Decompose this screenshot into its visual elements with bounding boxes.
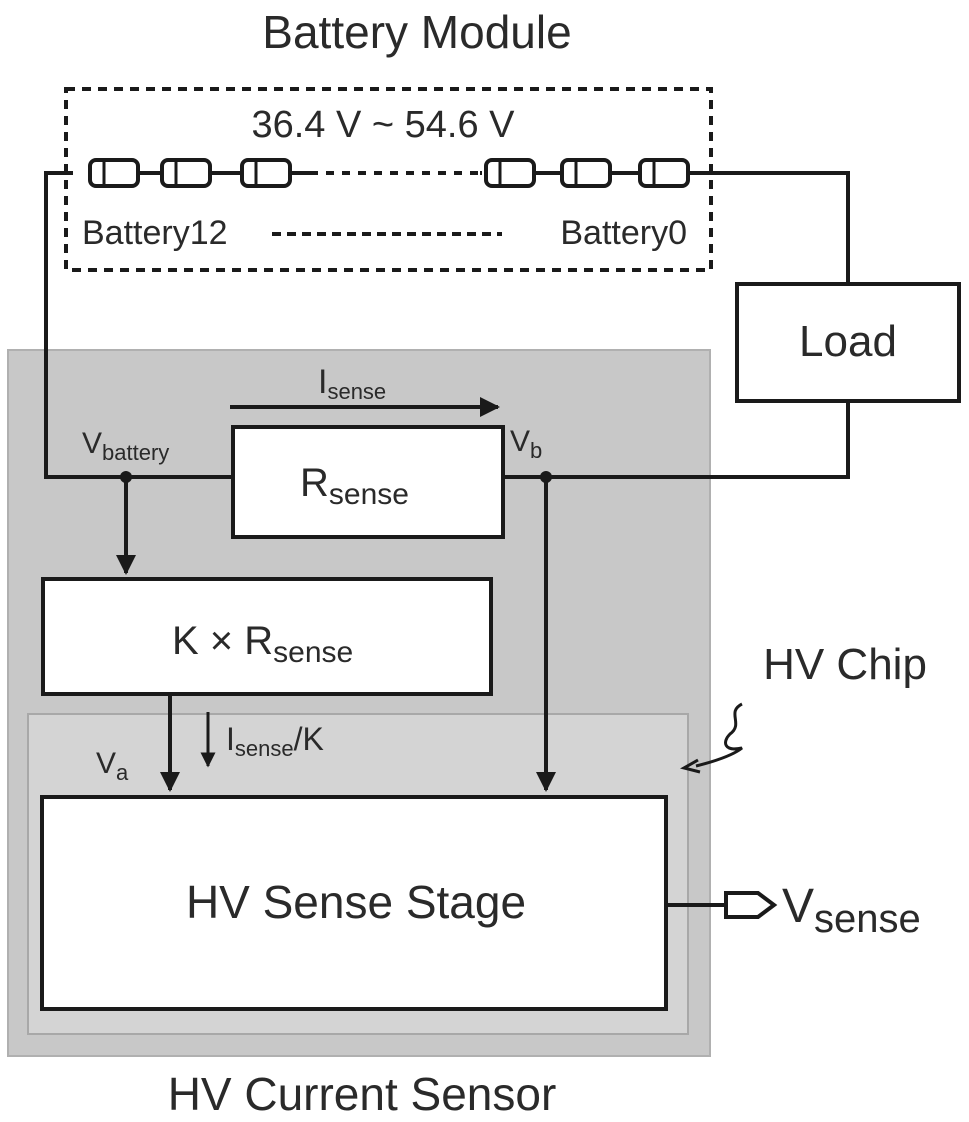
vsense-pin-icon <box>724 891 778 919</box>
battery-left-wire <box>44 171 235 479</box>
isense-label: Isense <box>318 363 386 404</box>
va-sub: a <box>116 760 129 785</box>
isense-k-label: Isense/K <box>226 721 324 761</box>
isense-sub: sense <box>327 379 386 404</box>
vbattery-sub: battery <box>102 440 169 465</box>
vb-main: V <box>510 425 530 458</box>
isense-k-main: I <box>226 721 235 757</box>
hv-chip-pointer <box>695 702 743 768</box>
vsense-sub: sense <box>814 897 921 941</box>
current-sensor-title: HV Current Sensor <box>168 1068 557 1120</box>
battery-cell <box>638 158 690 188</box>
vb-sub: b <box>530 438 542 463</box>
rsense-label: Rsense <box>300 461 409 511</box>
battery-cell <box>88 158 140 188</box>
k-rsense-prefix: K × R <box>172 619 273 663</box>
isense-k-suffix: /K <box>294 721 324 757</box>
vbattery-main: V <box>82 427 102 460</box>
battery0-label: Battery0 <box>560 214 687 252</box>
isense-k-sub: sense <box>235 736 294 761</box>
battery-module-enclosure <box>64 87 713 272</box>
vsense-label: Vsense <box>782 880 921 941</box>
k-rsense-box <box>41 577 493 696</box>
battery-cell <box>484 158 536 188</box>
rsense-main: R <box>300 461 329 505</box>
load-return-wire <box>503 401 850 479</box>
vsense-main: V <box>782 880 814 933</box>
va-label: Va <box>96 747 129 785</box>
load-box <box>735 282 961 403</box>
rsense-sub: sense <box>329 478 409 511</box>
battery-cell <box>240 158 292 188</box>
rsense-box <box>231 425 505 539</box>
vb-label: Vb <box>510 425 542 463</box>
battery-cell <box>560 158 612 188</box>
isense-main: I <box>318 363 327 401</box>
k-rsense-sub: sense <box>273 636 353 669</box>
hv-chip-pointer-head <box>680 758 701 774</box>
vbattery-label: Vbattery <box>82 427 169 465</box>
hv-chip-label: HV Chip <box>763 640 927 689</box>
battery-cell <box>160 158 212 188</box>
battery12-label: Battery12 <box>82 214 228 252</box>
load-label: Load <box>799 317 897 366</box>
battery-voltage-range: 36.4 V ~ 54.6 V <box>251 104 515 146</box>
hv-sense-stage-box <box>40 795 668 1011</box>
battery-module-title: Battery Module <box>262 6 571 58</box>
k-rsense-label: K × Rsense <box>172 619 353 669</box>
va-main: V <box>96 747 116 780</box>
hv-sense-stage-label: HV Sense Stage <box>186 876 526 928</box>
